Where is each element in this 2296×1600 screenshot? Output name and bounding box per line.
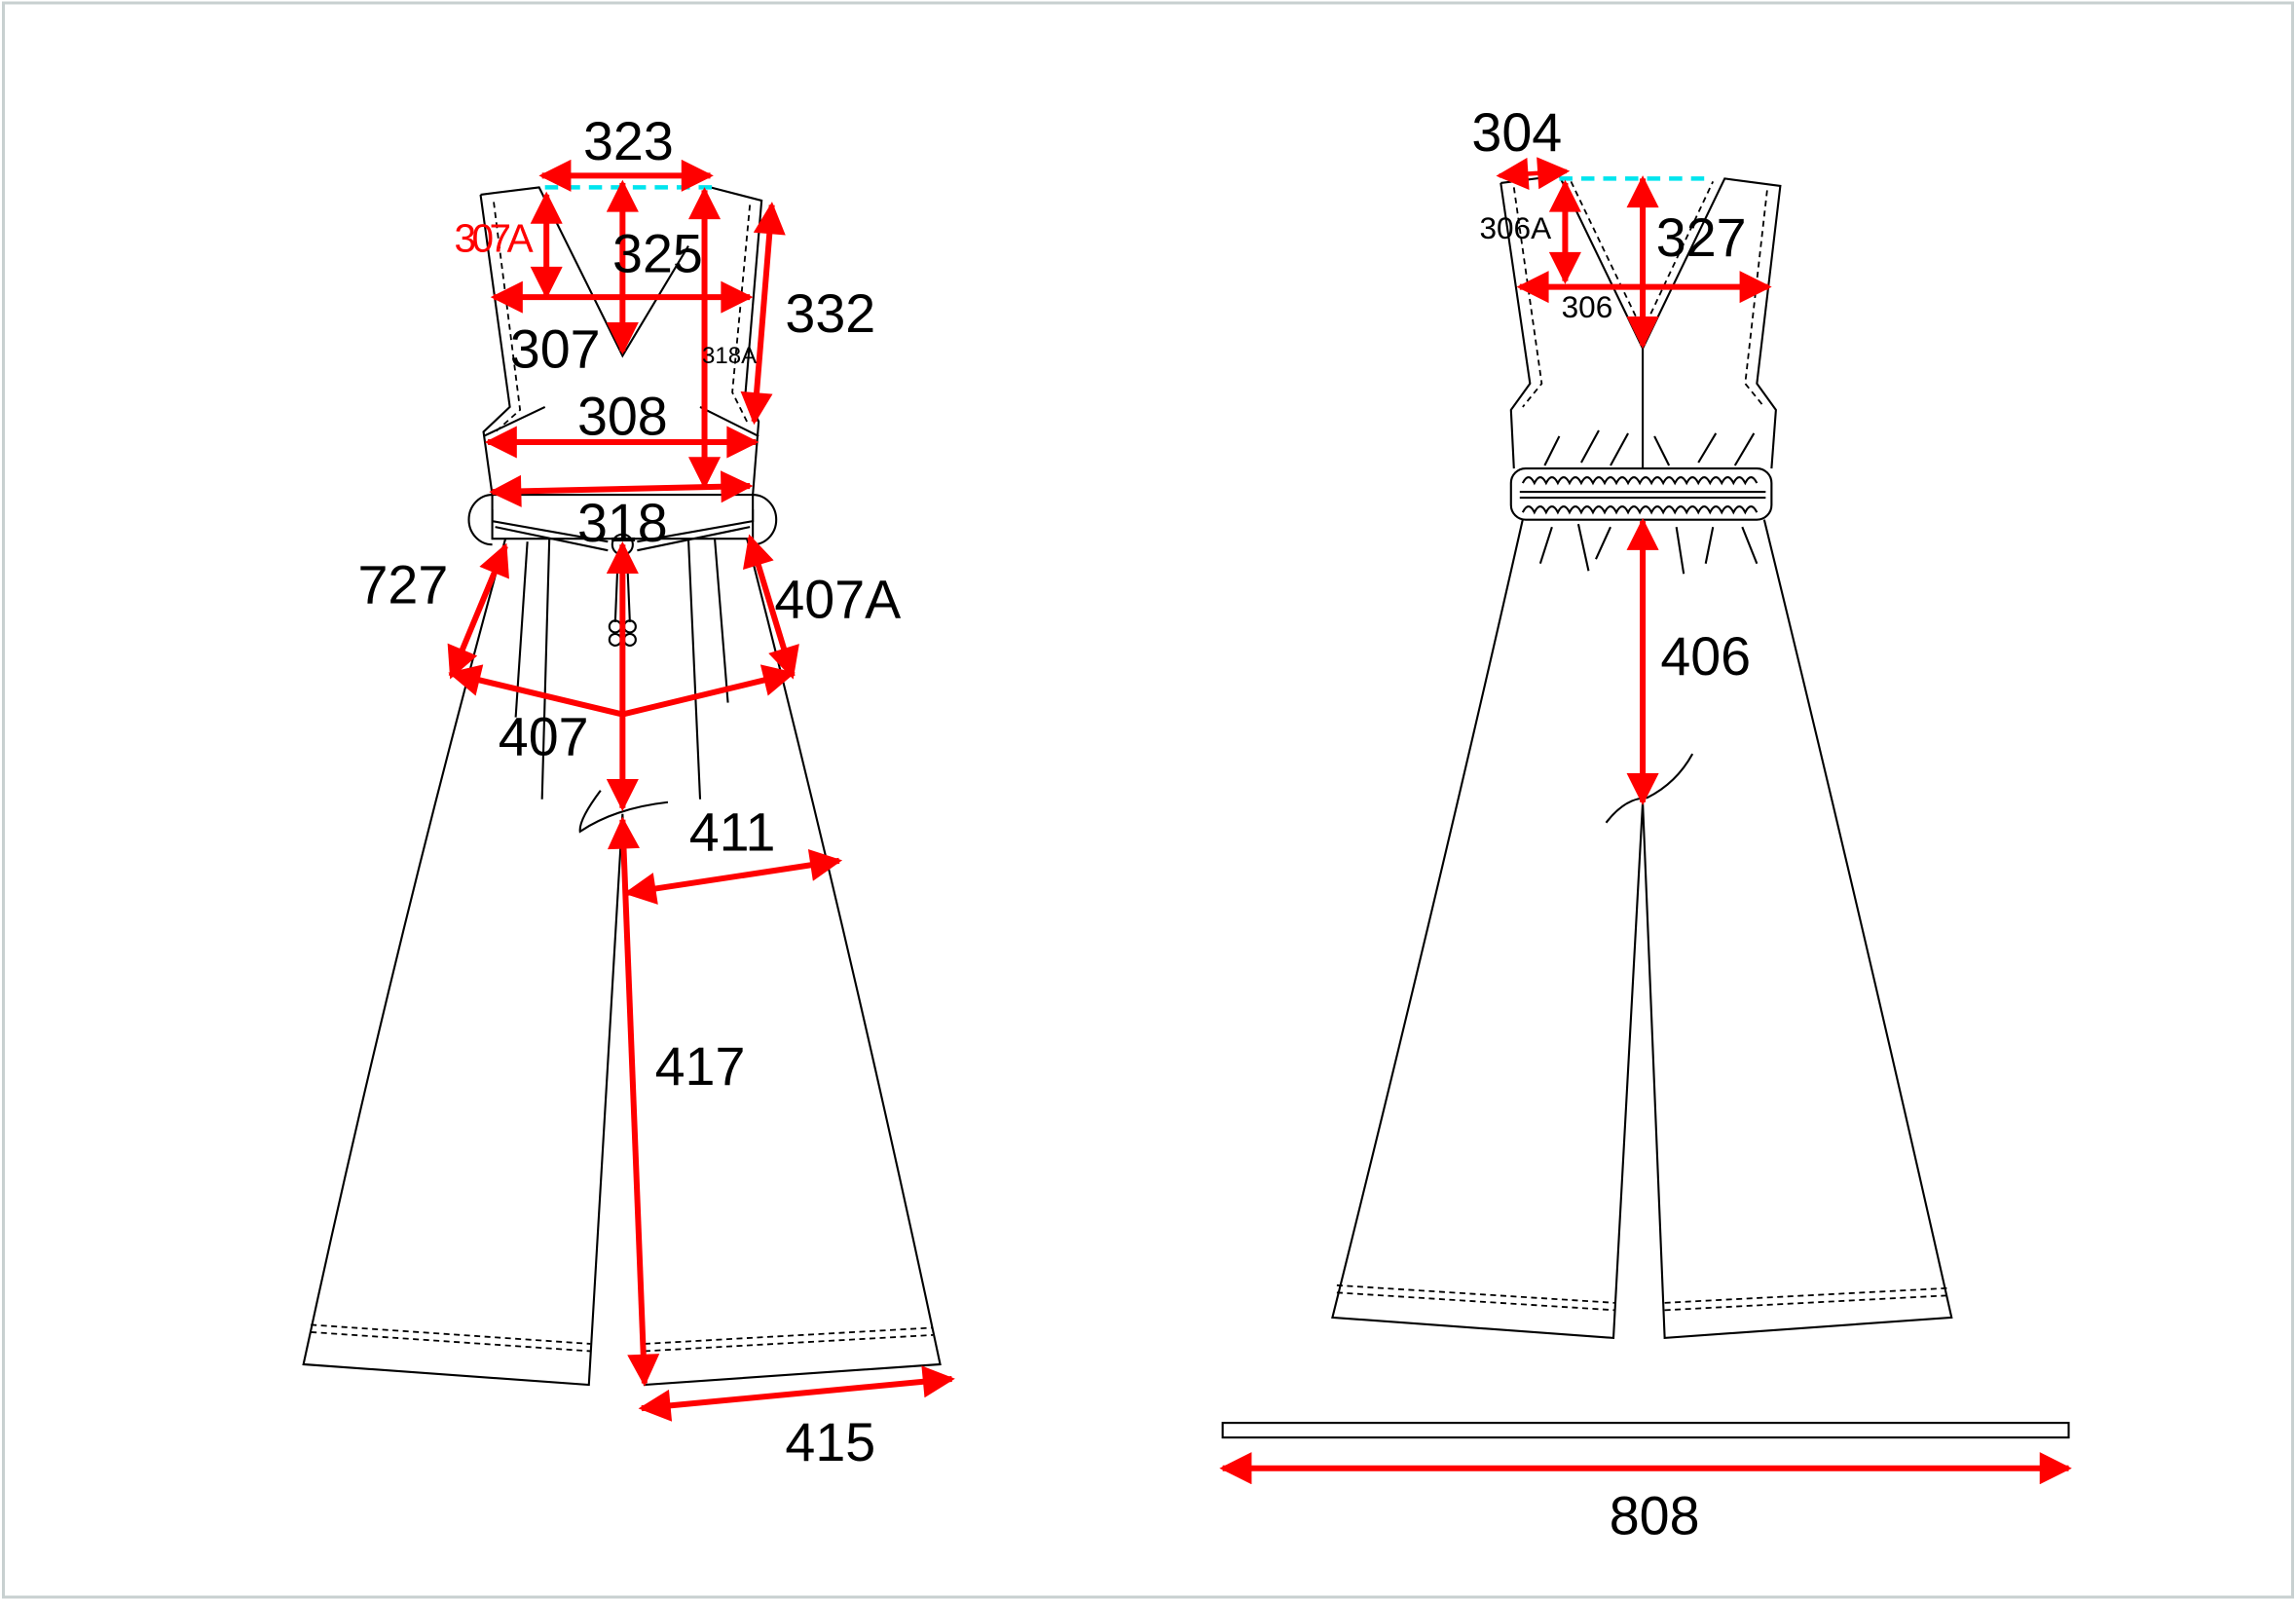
back-measurements: 304 306A 327 306 406 808: [1219, 102, 2072, 1545]
arrow-407A: [743, 534, 799, 680]
label-308: 308: [577, 386, 668, 446]
arrow-304: [1496, 157, 1571, 190]
label-407A: 407A: [774, 569, 901, 629]
label-304: 304: [1471, 102, 1562, 163]
label-406: 406: [1660, 626, 1751, 687]
label-306A: 306A: [1479, 210, 1551, 245]
label-727: 727: [357, 554, 448, 614]
label-307A: 307A: [454, 216, 533, 261]
label-808: 808: [1610, 1485, 1700, 1545]
arrow-417: [607, 816, 660, 1387]
arrow-727: [447, 542, 509, 680]
label-332: 332: [785, 283, 875, 344]
label-318: 318: [577, 493, 668, 553]
front-measurements: 323 307A 325 307 318A 332 308 318 727 40…: [357, 111, 955, 1472]
label-325: 325: [612, 224, 703, 284]
label-411: 411: [689, 801, 776, 862]
arrow-332: [740, 202, 786, 426]
arrow-318: [489, 470, 754, 507]
label-415: 415: [785, 1412, 875, 1472]
label-306: 306: [1562, 289, 1613, 324]
label-318A: 318A: [702, 343, 757, 369]
label-307: 307: [510, 318, 601, 379]
label-323: 323: [583, 111, 674, 171]
label-407: 407: [499, 707, 589, 767]
label-417: 417: [655, 1036, 746, 1097]
arrow-411: [623, 848, 843, 905]
label-327: 327: [1656, 207, 1747, 268]
arrow-415: [638, 1365, 955, 1422]
